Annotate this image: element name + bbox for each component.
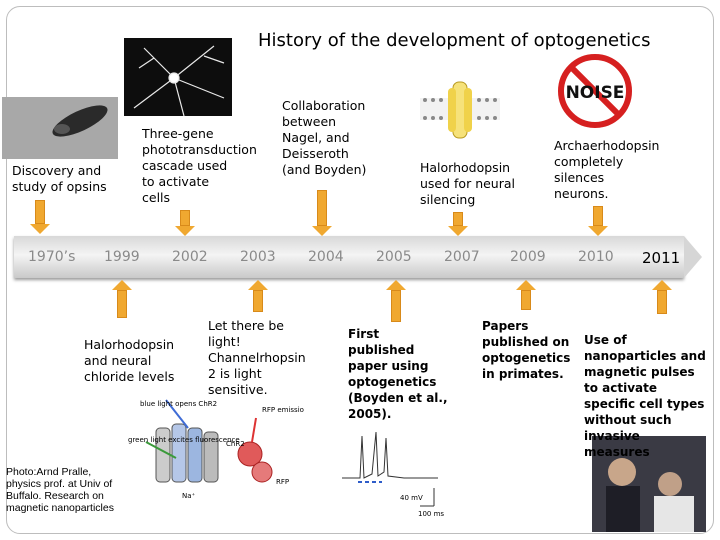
arrow-2007-above	[448, 212, 468, 236]
arrow-2009-below	[516, 280, 536, 310]
membrane-pump-diagram	[420, 64, 500, 158]
year-1999: 1999	[104, 249, 140, 265]
arrow-2002-above	[175, 210, 195, 236]
year-2002: 2002	[172, 249, 208, 265]
channelrhodopsin-diagram: blue light opens ChR2 green light excite…	[126, 398, 304, 506]
scale-mv-label: 40 mV	[400, 494, 423, 502]
arrow-2004-above	[312, 190, 332, 236]
year-2007: 2007	[444, 249, 480, 265]
bacterium-image	[2, 97, 118, 159]
spike-trace-graph: 40 mV 100 ms	[338, 410, 446, 520]
timeline-arrowhead	[684, 236, 702, 278]
event-2007-above-text: Halorhodopsin used for neural silencing	[420, 160, 520, 208]
na-label: Na⁺	[182, 492, 196, 500]
event-1999-below-text: Halorhodopsin and neural chloride levels	[84, 337, 184, 385]
year-2009: 2009	[510, 249, 546, 265]
event-2010-above-text: Archaerhodopsin completely silences neur…	[554, 138, 650, 202]
event-2002-above-text: Three-gene phototransduction cascade use…	[142, 126, 228, 206]
year-2005: 2005	[376, 249, 412, 265]
arrow-2010-above	[588, 206, 608, 236]
noise-prohibited-sign: NOISE	[556, 52, 634, 130]
arrow-2011-below	[652, 280, 672, 314]
year-2004: 2004	[308, 249, 344, 265]
arrow-1970s	[30, 200, 50, 234]
photo-credit: Photo:Arnd Pralle, physics prof. at Univ…	[6, 466, 122, 514]
blue-light-label: blue light opens ChR2	[140, 400, 217, 408]
event-2004-above-text: Collaboration between Nagel, and Deisser…	[282, 98, 370, 178]
event-2005-below-text: First published paper using optogenetics…	[348, 326, 448, 422]
scale-ms-label: 100 ms	[418, 510, 444, 518]
arrow-2005-below	[386, 280, 406, 322]
arrow-2003-below	[248, 280, 268, 312]
event-2009-below-text: Papers published on optogenetics in prim…	[482, 318, 572, 382]
chr2-label: ChR2	[226, 440, 245, 448]
year-2003: 2003	[240, 249, 276, 265]
page-title: History of the development of optogeneti…	[258, 30, 650, 51]
event-2003-below-text: Let there be light! Channelrhopsin 2 is …	[208, 318, 308, 398]
event-2011-below-text: Use of nanoparticles and magnetic pulses…	[584, 332, 708, 460]
neuron-image	[124, 38, 232, 116]
rfp-emission-label: RFP emission	[262, 406, 304, 414]
noise-text: NOISE	[566, 83, 625, 103]
year-2011: 2011	[642, 249, 680, 267]
year-2010: 2010	[578, 249, 614, 265]
event-1970s-text: Discovery and study of opsins	[12, 163, 112, 195]
green-light-label: green light excites fluorescence	[128, 436, 240, 444]
arrow-1999-below	[112, 280, 132, 318]
rfp-label: RFP	[276, 478, 289, 486]
year-1970s: 1970’s	[28, 249, 75, 265]
